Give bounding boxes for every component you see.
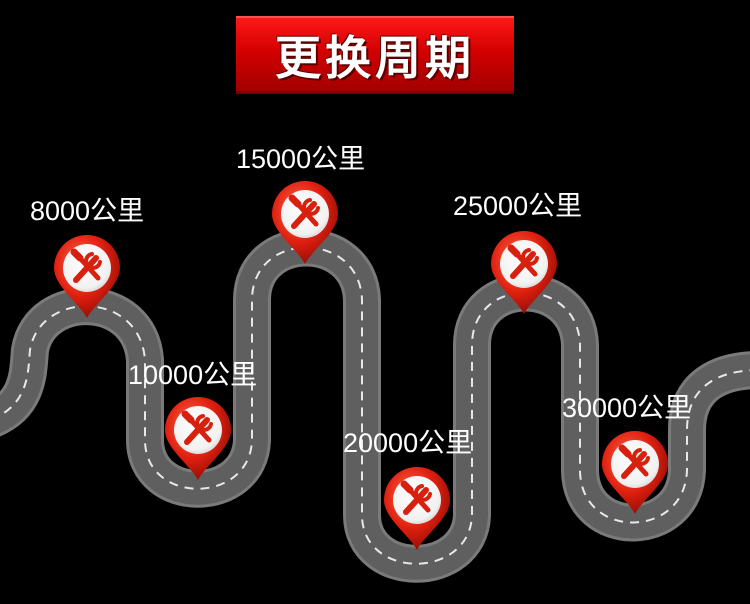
milestone-marker-25000: [491, 231, 557, 314]
wrench-screwdriver-icon: [618, 444, 650, 479]
wrench-screwdriver-icon: [288, 194, 320, 229]
wrench-screwdriver-icon: [181, 410, 213, 445]
milestone-marker-10000: [165, 397, 231, 480]
milestone-label-20000: 20000公里: [343, 428, 473, 458]
page-title: 更换周期: [275, 31, 475, 85]
milestone-label-30000: 30000公里: [562, 393, 692, 423]
milestone-marker-20000: [384, 467, 450, 550]
milestone-label-15000: 15000公里: [236, 144, 366, 174]
milestone-label-25000: 25000公里: [453, 191, 583, 221]
wrench-screwdriver-icon: [507, 244, 539, 279]
milestone-marker-30000: [602, 431, 668, 514]
milestone-label-8000: 8000公里: [30, 196, 145, 226]
map-pin-icon: [54, 235, 120, 318]
title-banner: 更换周期: [236, 16, 514, 94]
milestone-marker-15000: [272, 181, 338, 264]
wrench-screwdriver-icon: [400, 480, 432, 515]
milestone-marker-8000: [54, 235, 120, 318]
milestone-label-10000: 10000公里: [128, 360, 258, 390]
road-center-dashes: [0, 246, 750, 565]
wrench-screwdriver-icon: [70, 248, 102, 283]
map-pin-icon: [602, 431, 668, 514]
road-body: [0, 228, 750, 583]
map-pin-icon: [491, 231, 557, 314]
map-pin-icon: [272, 181, 338, 264]
map-pin-icon: [165, 397, 231, 480]
map-pin-icon: [384, 467, 450, 550]
